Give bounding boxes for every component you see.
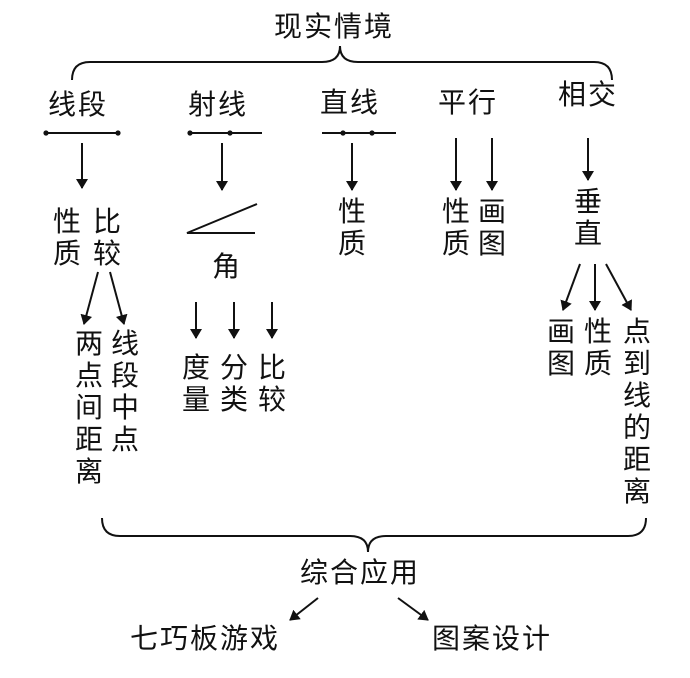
- segment-compare: 比较: [92, 205, 121, 270]
- two-point-distance: 两点间距离: [74, 327, 103, 488]
- parallel-nature: 性质: [441, 195, 470, 260]
- perp-draw-arrow: [560, 263, 581, 311]
- perp-distance-arrow: [605, 263, 632, 311]
- angle-compare: 比较: [257, 351, 286, 416]
- angle-label: 角: [212, 250, 243, 283]
- bottom-brace: [101, 517, 647, 553]
- topic-segment: 线段: [48, 88, 109, 121]
- angle-figure: [186, 203, 258, 234]
- topic-intersect: 相交: [558, 78, 619, 111]
- topic-ray: 射线: [188, 88, 249, 121]
- perpendicular-label: 垂直: [573, 185, 602, 250]
- segment-nature: 性质: [52, 205, 81, 270]
- top-title: 现实情境: [274, 10, 395, 43]
- line-nature: 性质: [337, 195, 366, 260]
- angle-classify: 分类: [219, 351, 248, 416]
- topic-parallel: 平行: [438, 86, 499, 119]
- synthesis-label: 综合应用: [300, 556, 421, 589]
- perp-nature: 性质: [583, 315, 612, 380]
- distance-arrow: [80, 271, 99, 325]
- pattern-arrow: [397, 597, 429, 621]
- topic-line: 直线: [320, 86, 381, 119]
- angle-measure: 度量: [181, 351, 210, 416]
- segment-midpoint: 线段中点: [110, 327, 139, 456]
- point-line-distance: 点到线的距离: [622, 315, 651, 508]
- parallel-draw: 画图: [477, 195, 506, 260]
- tangram-game: 七巧板游戏: [130, 622, 281, 655]
- tangram-arrow: [289, 597, 319, 621]
- top-brace: [71, 45, 613, 81]
- perp-draw: 画图: [546, 315, 575, 380]
- midpoint-arrow: [109, 271, 128, 325]
- pattern-design: 图案设计: [432, 622, 553, 655]
